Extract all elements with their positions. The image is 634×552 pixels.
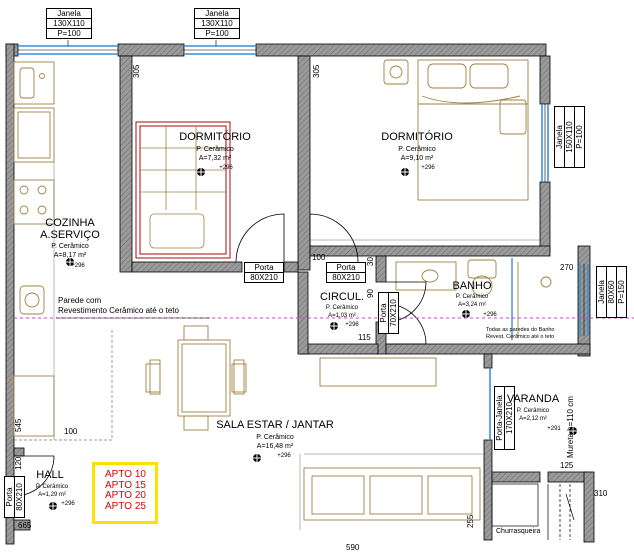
door-tag-hall: Porta 80X210 bbox=[4, 476, 25, 518]
room-name-circul: CIRCUL. bbox=[319, 291, 364, 303]
window-tag-sill: P=150 bbox=[617, 280, 626, 304]
door-tag-size: 80X210 bbox=[15, 483, 24, 511]
room-floor-circul: P. Cerâmico bbox=[325, 305, 359, 311]
dim-90: 90 bbox=[366, 289, 375, 298]
apto-list-box: APTO 10 APTO 15 APTO 20 APTO 25 bbox=[92, 462, 158, 524]
room-level-dorm2: +296 bbox=[421, 165, 435, 171]
room-name-varanda: VARANDA bbox=[506, 393, 560, 405]
apto-item: APTO 10 bbox=[105, 469, 146, 480]
dim-255: 255 bbox=[466, 514, 475, 528]
door-tag-bath: Porta 70X210 bbox=[378, 292, 399, 334]
note-parede-line2: Revestimento Cerâmico até o teto bbox=[58, 306, 179, 315]
window-tag-size: 130X110 bbox=[195, 19, 239, 29]
dim-100-kitchen: 100 bbox=[64, 427, 78, 436]
note-banho-line2: Revest. Cerâmico até o teto bbox=[486, 334, 555, 340]
window-tag-dorm1: Janela 130X110 P=100 bbox=[194, 8, 240, 39]
dim-30: 30 bbox=[366, 257, 375, 266]
window-tag-bath: Janela 80X60 P=150 bbox=[596, 266, 627, 318]
dim-305-dorm2: 305 bbox=[312, 64, 321, 78]
door-tag-label: Porta bbox=[379, 293, 389, 333]
dorm2-bed bbox=[383, 59, 529, 201]
dim-665: 665 bbox=[18, 521, 32, 530]
dining-table bbox=[145, 325, 247, 431]
door-tag-size: 70X210 bbox=[389, 299, 398, 327]
note-mureta: Mureta h=110 cm bbox=[566, 396, 575, 458]
dim-120: 120 bbox=[14, 456, 23, 470]
dim-125: 125 bbox=[560, 461, 574, 470]
room-floor-varanda: P. Cerâmico bbox=[516, 408, 550, 414]
dim-310: 310 bbox=[594, 489, 608, 498]
dim-270: 270 bbox=[560, 263, 574, 272]
windows bbox=[18, 45, 589, 440]
room-area-dorm1: A=7,32 m² bbox=[198, 155, 232, 162]
sofa bbox=[303, 357, 481, 521]
room-floor-cozinha: P. Cerâmico bbox=[51, 243, 89, 250]
room-level-hall: +296 bbox=[61, 501, 75, 507]
dorm1-bed bbox=[135, 121, 231, 259]
room-level-circul: +296 bbox=[345, 322, 359, 328]
door-tag-label: Porta bbox=[245, 263, 283, 273]
room-area-sala: A=16,48 m² bbox=[256, 443, 294, 450]
note-banho-line1: Todas as paredes do Banho bbox=[486, 327, 555, 333]
window-tag-dorm2: Janela 150X110 P=100 bbox=[554, 106, 585, 168]
door-tag-label: Porta bbox=[327, 263, 365, 273]
room-area-dorm2: A=9,10 m² bbox=[400, 155, 434, 162]
room-floor-banho: P. Cerâmico bbox=[455, 294, 489, 300]
room-name-banho: BANHO bbox=[452, 280, 492, 292]
window-tag-size: 130X110 bbox=[47, 19, 91, 29]
room-area-hall: A=1,29 m² bbox=[38, 492, 66, 498]
door-tag-dorm2: Porta 80X210 bbox=[326, 262, 366, 283]
room-name-hall: HALL bbox=[36, 469, 64, 481]
window-tag-sill: P=100 bbox=[205, 29, 229, 38]
window-tag-size: 80X60 bbox=[607, 267, 617, 317]
room-level-cozinha: +296 bbox=[71, 263, 85, 269]
dim-305-dorm1: 305 bbox=[132, 64, 141, 78]
room-area-circul: A=1,03 m² bbox=[328, 313, 356, 319]
room-name-dorm1: DORMITÓRIO bbox=[179, 131, 251, 143]
dim-100-door: 100 bbox=[312, 253, 326, 262]
window-tag-sill: P=100 bbox=[57, 29, 81, 38]
walls bbox=[5, 43, 595, 545]
room-name-cozinha: COZINHA bbox=[45, 217, 95, 229]
room-floor-sala: P. Cerâmico bbox=[256, 434, 294, 441]
apto-item: APTO 20 bbox=[105, 490, 146, 501]
window-tag-kitchen: Janela 130X110 P=100 bbox=[46, 8, 92, 39]
room-floor-hall: P. Cerâmico bbox=[35, 484, 69, 490]
room-area-banho: A=3,24 m² bbox=[458, 302, 486, 308]
note-churrasqueira: Churrasqueira bbox=[496, 528, 541, 535]
door-tag-label: Porta bbox=[5, 477, 15, 517]
apto-item: APTO 15 bbox=[105, 479, 146, 491]
window-tag-label: Janela bbox=[47, 9, 91, 19]
room-name-dorm2: DORMITÓRIO bbox=[381, 131, 453, 143]
room-floor-dorm2: P. Cerâmico bbox=[398, 146, 436, 153]
door-tag-dorm1: Porta 80X210 bbox=[244, 262, 284, 283]
window-tag-sill: P=100 bbox=[575, 125, 584, 149]
door-tag-size: 80X210 bbox=[250, 273, 278, 282]
window-tag-label: Janela bbox=[597, 267, 607, 317]
window-tag-size: 150X110 bbox=[565, 107, 575, 167]
dim-590: 590 bbox=[346, 543, 360, 552]
window-tag-label: Janela bbox=[555, 107, 565, 167]
dim-115: 115 bbox=[358, 333, 371, 342]
room-name-sala: SALA ESTAR / JANTAR bbox=[216, 419, 334, 431]
door-tag-size: 80X210 bbox=[332, 273, 360, 282]
dim-545: 545 bbox=[14, 418, 23, 432]
apto-item: APTO 25 bbox=[105, 500, 146, 512]
room-floor-dorm1: P. Cerâmico bbox=[196, 146, 234, 153]
room-name-servico: A.SERVIÇO bbox=[40, 229, 100, 241]
room-area-varanda: A=2,12 m² bbox=[519, 416, 547, 422]
bath-fixtures bbox=[395, 259, 552, 336]
window-tag-label: Janela bbox=[195, 9, 239, 19]
room-level-dorm1: +296 bbox=[219, 165, 233, 171]
room-level-varanda: +291 bbox=[547, 426, 561, 432]
note-parede-line1: Parede com bbox=[58, 296, 102, 305]
room-level-banho: +296 bbox=[483, 312, 497, 318]
room-area-cozinha: A=8,17 m² bbox=[53, 252, 87, 259]
room-level-sala: +296 bbox=[277, 453, 291, 459]
